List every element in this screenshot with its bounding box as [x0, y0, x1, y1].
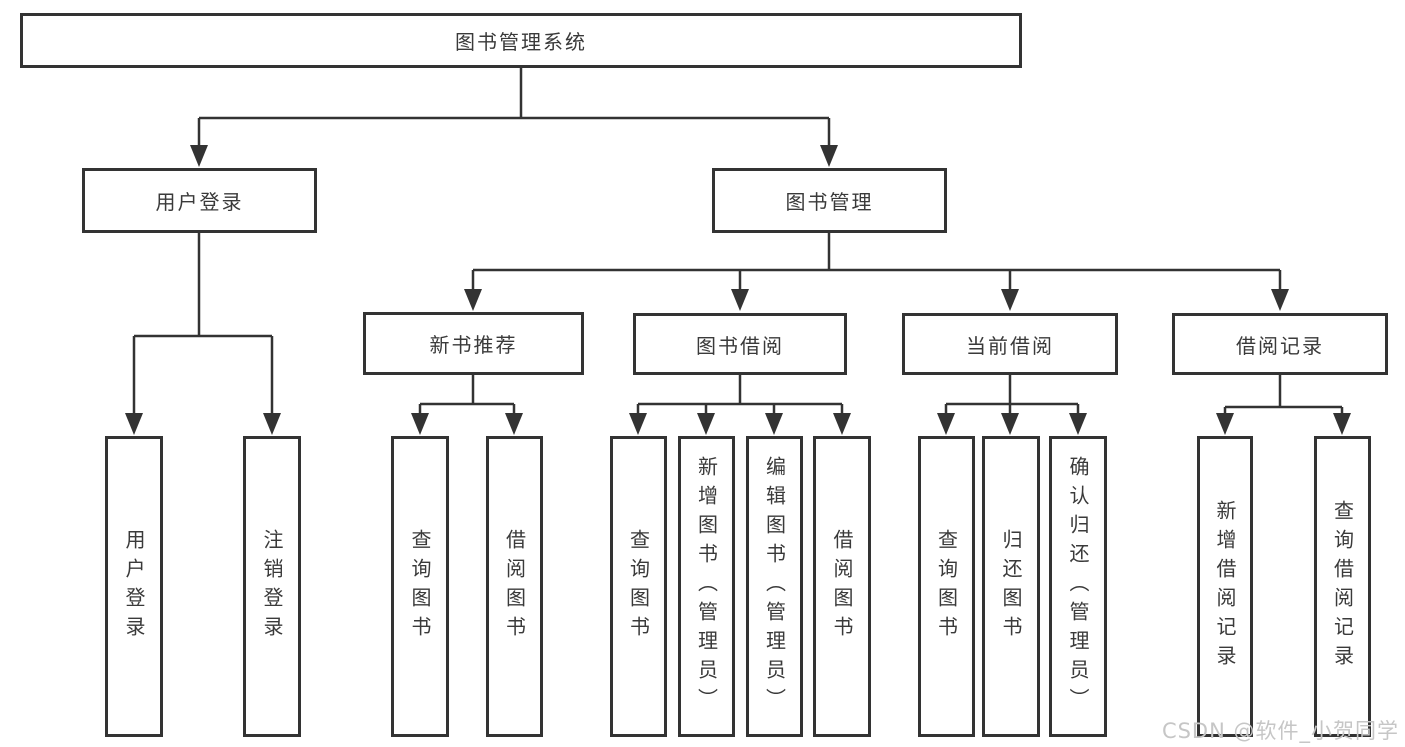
csdn-watermark: CSDN @软件_小贺同学: [1161, 719, 1399, 743]
node-current-borrow: 当前借阅: [902, 313, 1118, 375]
leaf-logout: 注销登录: [243, 436, 301, 737]
connector-borrow-record-children: [1216, 375, 1351, 435]
node-label: 查询图书: [408, 528, 432, 645]
connector-root-to-level2: [190, 68, 838, 167]
connector-book-borrow-children: [629, 375, 851, 435]
leaf-br-add-record: 新增借阅记录: [1197, 436, 1253, 737]
connector-user-login-children: [125, 233, 281, 435]
connector-new-book-rec-children: [411, 374, 523, 435]
leaf-rec-borrow-book: 借阅图书: [486, 436, 543, 737]
leaf-bb-edit-book-admin: 编辑图书（管理员）: [746, 436, 803, 737]
leaf-user-login: 用户登录: [105, 436, 163, 737]
node-label: 注销登录: [260, 528, 284, 645]
node-label: 归还图书: [999, 528, 1023, 645]
node-label: 用户登录: [122, 528, 146, 645]
leaf-bb-add-book-admin: 新增图书（管理员）: [678, 436, 735, 737]
connector-current-borrow-children: [937, 375, 1087, 435]
connector-book-mgmt-children: [464, 233, 1289, 311]
node-borrow-record: 借阅记录: [1172, 313, 1388, 375]
node-label: 新增借阅记录: [1213, 499, 1237, 674]
leaf-cb-return-book: 归还图书: [982, 436, 1040, 737]
node-book-management: 图书管理: [712, 168, 947, 233]
node-label: 当前借阅: [966, 333, 1054, 358]
node-book-borrow: 图书借阅: [633, 313, 847, 375]
leaf-br-query-record: 查询借阅记录: [1314, 436, 1371, 737]
node-label: 借阅记录: [1236, 333, 1324, 358]
node-user-login: 用户登录: [82, 168, 317, 233]
node-label: 确认归还（管理员）: [1066, 456, 1090, 717]
node-label: 借阅图书: [502, 528, 527, 645]
node-label: 借阅图书: [830, 528, 854, 645]
node-label: 编辑图书（管理员）: [762, 456, 787, 717]
leaf-rec-query-book: 查询图书: [391, 436, 449, 737]
node-label: 图书借阅: [696, 333, 784, 358]
node-label: 图书管理: [785, 190, 874, 214]
leaf-bb-query-book: 查询图书: [610, 436, 667, 737]
leaf-cb-confirm-return-admin: 确认归还（管理员）: [1049, 436, 1107, 737]
node-label: 图书管理系统: [455, 30, 587, 54]
leaf-cb-query-book: 查询图书: [918, 436, 975, 737]
node-label: 新增图书（管理员）: [694, 456, 719, 717]
node-label: 查询图书: [934, 528, 959, 645]
node-label: 用户登录: [155, 190, 244, 214]
leaf-bb-borrow-book: 借阅图书: [813, 436, 871, 737]
node-label: 新书推荐: [429, 333, 518, 357]
node-system-root: 图书管理系统: [20, 13, 1022, 68]
node-label: 查询借阅记录: [1330, 499, 1355, 674]
node-new-book-recommend: 新书推荐: [363, 312, 584, 375]
node-label: 查询图书: [626, 528, 651, 645]
